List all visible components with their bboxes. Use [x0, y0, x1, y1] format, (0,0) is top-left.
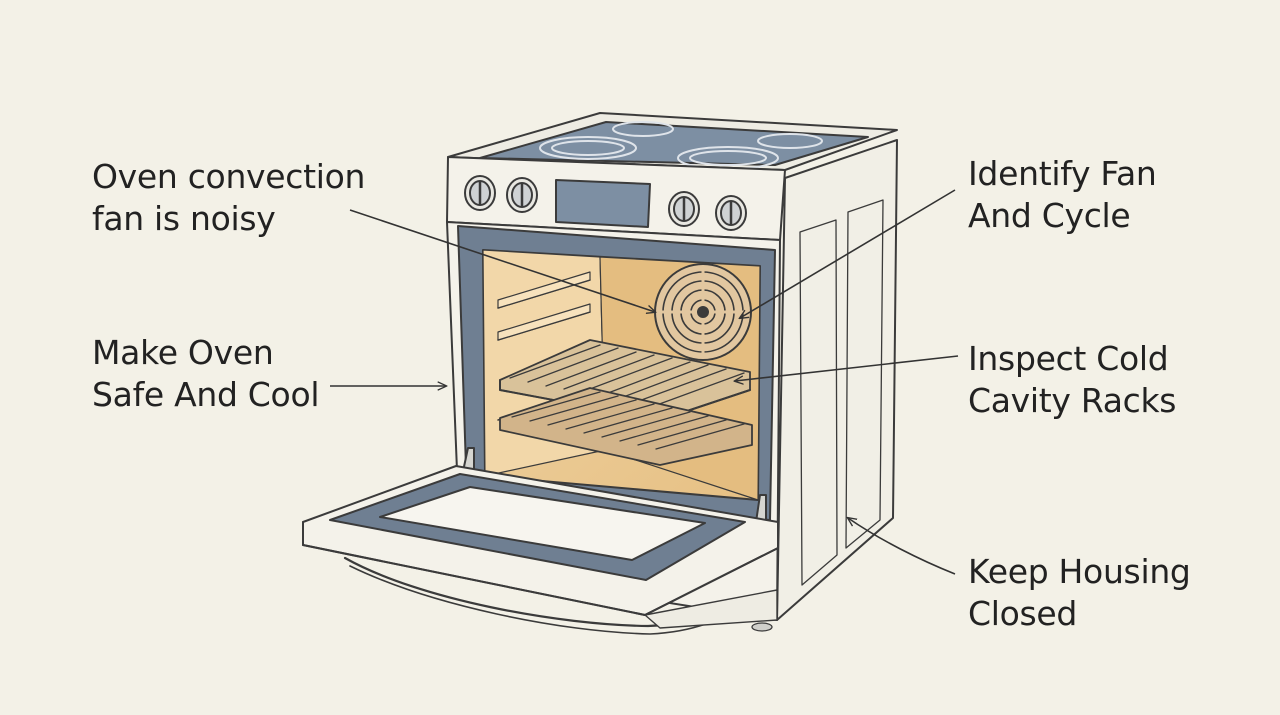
callout-line: And Cycle — [968, 196, 1131, 235]
callout-identify-fan: Identify Fan And Cycle — [968, 153, 1157, 237]
callout-line: Make Oven — [92, 333, 274, 372]
arrow-inspect-racks — [735, 355, 959, 381]
callout-safe-cool: Make Oven Safe And Cool — [92, 332, 320, 416]
knob-icon — [464, 175, 496, 211]
burner-icon — [539, 136, 637, 160]
callout-line: Closed — [968, 594, 1078, 633]
callout-keep-housing: Keep Housing Closed — [968, 551, 1191, 635]
knob-icon — [715, 195, 747, 231]
callout-line: Identify Fan — [968, 154, 1157, 193]
control-panel — [446, 156, 786, 241]
side-panel — [776, 139, 898, 621]
lower-rack — [499, 387, 753, 466]
arrow-fan-noisy — [349, 209, 655, 312]
knob-icon — [668, 191, 700, 227]
callout-line: Keep Housing — [968, 552, 1191, 591]
burner-icon — [757, 133, 823, 149]
convection-fan-icon — [654, 263, 752, 361]
callout-arrows — [330, 189, 959, 575]
callout-inspect-racks: Inspect Cold Cavity Racks — [968, 338, 1177, 422]
open-door — [302, 465, 779, 635]
callout-line: Inspect Cold — [968, 339, 1169, 378]
callout-line: Oven convection — [92, 157, 366, 196]
arrow-identify-fan — [740, 189, 956, 318]
callout-line: fan is noisy — [92, 199, 276, 238]
callout-fan-noisy: Oven convection fan is noisy — [92, 156, 365, 240]
burner-icon — [612, 121, 674, 137]
callout-line: Cavity Racks — [968, 381, 1177, 420]
callout-line: Safe And Cool — [92, 375, 320, 414]
knob-icon — [506, 177, 538, 213]
kick-plate — [644, 589, 778, 632]
arrow-keep-housing — [848, 518, 956, 575]
cooktop — [447, 112, 898, 171]
